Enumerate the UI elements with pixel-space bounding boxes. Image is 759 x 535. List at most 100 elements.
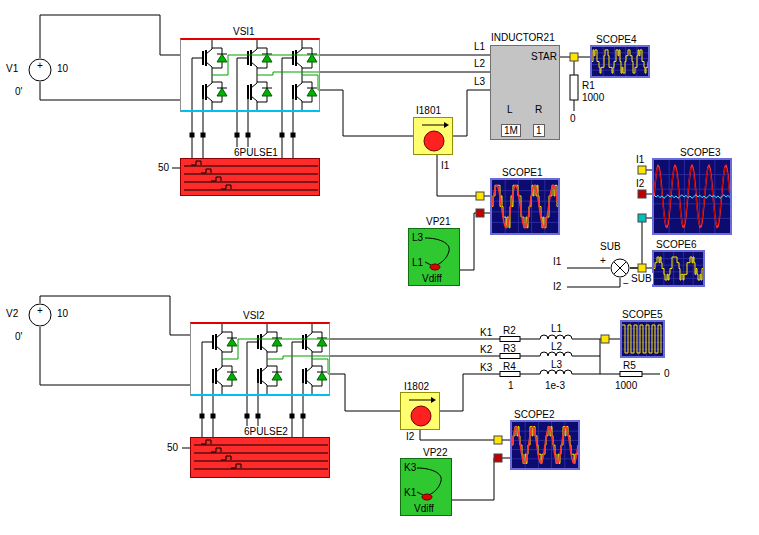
diode-bar (217, 54, 227, 88)
circuit-label: 1000 (582, 92, 604, 103)
sensor-circle (424, 131, 444, 151)
resistor-symbol (500, 372, 520, 377)
trace (512, 427, 578, 464)
pulse-generator: 6PULSE2 (190, 437, 330, 478)
node-label: SCOPE4 (596, 34, 637, 45)
trace (654, 257, 703, 280)
node-label: STAR (531, 51, 557, 62)
sum-circle (611, 259, 629, 277)
trace (622, 325, 661, 353)
circuit-label: 50 (158, 162, 169, 173)
node-label: + (37, 305, 43, 316)
sinstep-symbol (492, 180, 558, 233)
trace (622, 322, 663, 356)
circuit-label: K1 (480, 327, 492, 338)
stair-symbol (592, 47, 648, 76)
circuit-label: L2 (474, 58, 485, 69)
wire (330, 374, 400, 411)
scope-display: SCOPE2 (510, 420, 580, 470)
trace (492, 185, 558, 227)
circuit-label: 1e-3 (545, 380, 565, 391)
inverter-bridge (202, 322, 330, 396)
circuit-label: 1 (508, 380, 514, 391)
resistor-symbol (620, 372, 642, 377)
inverter-block: VSI2 (190, 322, 330, 396)
node-label: 10 (57, 308, 68, 319)
node-label: + (600, 255, 606, 266)
wire (320, 55, 490, 56)
node-label: INDUCTOR21 (491, 32, 555, 43)
node-label: 1M (501, 124, 521, 137)
resistor-symbol (500, 354, 520, 359)
circuit-label: 0 (570, 113, 576, 124)
gate-terminal (200, 414, 205, 419)
source-circle (29, 304, 51, 326)
signal-port (638, 166, 646, 174)
wire (437, 155, 490, 196)
wire (630, 218, 652, 268)
signal-port (638, 214, 646, 222)
trace (512, 427, 578, 464)
wire (40, 15, 180, 58)
current-sensor: I1801 (413, 117, 453, 155)
trace (422, 125, 444, 126)
gate-terminal (291, 133, 296, 138)
inductor-symbol (540, 335, 572, 374)
pulses-symbol (622, 322, 663, 356)
voltage-probe: VP22K3K1Vdiff (400, 458, 452, 516)
sinstep4-symbol (512, 422, 578, 468)
trace (184, 161, 318, 190)
trace (654, 160, 730, 233)
node-label: 0' (15, 86, 22, 97)
pulse-generator: 6PULSE1 (180, 158, 320, 196)
source-circle (29, 59, 51, 81)
trace (592, 50, 648, 73)
wire (40, 82, 180, 100)
wire (40, 327, 190, 385)
node-label: K1 (404, 487, 416, 498)
wire (40, 296, 190, 335)
signal-port (476, 192, 484, 200)
trace (654, 195, 730, 199)
input-wire (172, 168, 190, 448)
probe-tip (422, 494, 432, 500)
isen-symbol (414, 118, 454, 156)
voltage-source: V2+100' (28, 303, 52, 327)
trace (592, 47, 648, 76)
circuit-label: L3 (551, 359, 562, 370)
probe-tip (430, 264, 440, 270)
node-label: L (507, 104, 513, 115)
node-label: Vdiff (422, 273, 442, 284)
wire (330, 339, 660, 411)
node-label: 6PULSE2 (243, 426, 289, 437)
trace (654, 252, 703, 285)
signal-port (570, 53, 578, 61)
node-label: SUB (600, 241, 621, 252)
circuit-label: L1 (551, 323, 562, 334)
gate-terminal (256, 414, 261, 419)
phase-output (212, 55, 320, 90)
pulse-symbol (181, 159, 321, 197)
stairsm-symbol (654, 252, 703, 285)
node-label: SCOPE3 (680, 147, 721, 158)
gate-terminal (245, 414, 250, 419)
node-label: K3 (404, 462, 416, 473)
three-symbol (654, 160, 730, 233)
circuit-label: I1 (441, 160, 449, 171)
node-label: + (37, 60, 43, 71)
gate-terminal (235, 133, 240, 138)
gate-terminal (246, 133, 251, 138)
gate-terminal (290, 414, 295, 419)
node-label: L1 (412, 257, 423, 268)
current-sensor: I1802 (400, 392, 440, 430)
trace (425, 238, 449, 265)
voltage-probe: VP21L3L1Vdiff (408, 228, 460, 286)
trace (417, 468, 441, 495)
gate-terminal (301, 414, 306, 419)
signal-port (638, 264, 646, 272)
circuit-label: 50 (167, 442, 178, 453)
pulse-symbol (191, 438, 331, 479)
signal-port (494, 454, 502, 462)
